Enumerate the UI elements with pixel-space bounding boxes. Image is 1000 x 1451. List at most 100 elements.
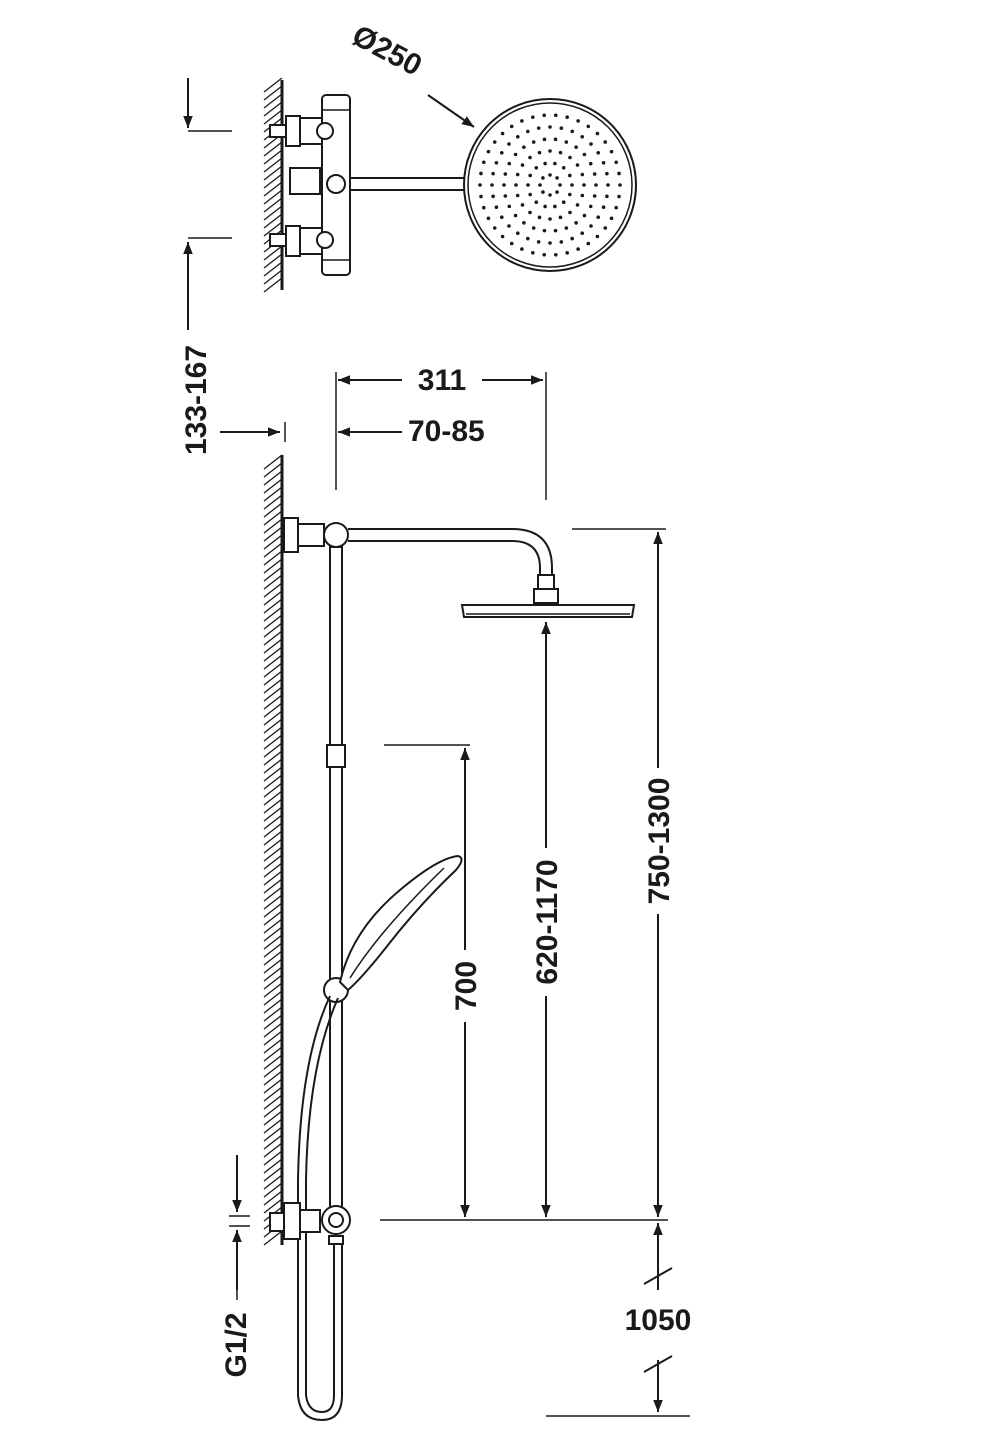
- nozzle-dot: [603, 226, 608, 230]
- wall-hatch-line: [263, 846, 283, 862]
- wall-hatch-line: [263, 750, 283, 766]
- nozzle-dot: [541, 176, 545, 180]
- wall-hatch-line: [263, 742, 283, 758]
- thermostatic-valve-top: [269, 94, 351, 276]
- wall-hatch-line: [263, 806, 283, 822]
- wall-hatch-line: [263, 702, 283, 718]
- nozzle-dot: [553, 252, 558, 257]
- nozzle-dot: [570, 129, 574, 134]
- wall-hatch-line: [263, 638, 283, 654]
- wall-hatch-line: [263, 942, 283, 958]
- nozzle-dot: [513, 152, 518, 157]
- wall-hatch-line: [263, 1038, 283, 1054]
- nozzle-dot: [553, 137, 558, 142]
- nozzle-dot: [491, 194, 495, 199]
- nozzle-dot: [595, 131, 600, 136]
- nozzle-dot: [522, 221, 526, 225]
- nozzle-dot: [507, 204, 512, 209]
- wall-hatch-line: [263, 982, 283, 998]
- nozzle-dot: [580, 134, 585, 139]
- arm-length-dimension: [338, 372, 547, 500]
- wall-offset-label: 70-85: [408, 415, 485, 448]
- wall-hatch-line: [263, 830, 283, 846]
- wall-hatch-line: [263, 269, 283, 285]
- wall-hatch-line: [263, 886, 283, 902]
- nozzle-dot: [553, 228, 558, 233]
- nozzle-dot: [479, 171, 483, 176]
- nozzle-dot: [558, 183, 562, 187]
- rail-height-label-bg: [450, 950, 480, 1022]
- wall-hatch-line: [263, 1158, 283, 1174]
- rain-shower-head-top: [463, 98, 637, 272]
- nozzle-dot: [553, 161, 557, 166]
- nozzle-dot: [531, 140, 536, 144]
- nozzle-dot: [553, 204, 557, 209]
- nozzle-dot: [582, 213, 587, 218]
- wall-hatch-line: [263, 862, 283, 878]
- wall-hatch-line: [263, 974, 283, 990]
- wall-hatch-line: [263, 1078, 283, 1094]
- wall-hatch-line: [263, 1046, 283, 1062]
- nozzle-dot: [586, 241, 591, 246]
- wall-hatch-line: [263, 686, 283, 702]
- nozzle-dot: [555, 176, 559, 180]
- nozzle-dot: [502, 183, 506, 187]
- wall-hatch-line: [263, 558, 283, 574]
- wall-hatch-line: [263, 998, 283, 1014]
- wall-hatch-line: [263, 1150, 283, 1166]
- nozzle-dot: [494, 161, 499, 165]
- nozzle-dot: [503, 194, 508, 198]
- wall-hatch-line: [263, 1086, 283, 1102]
- wall-hatch-line: [263, 157, 283, 173]
- wall-hatch-line: [263, 197, 283, 213]
- total-height-label-bg: [643, 768, 673, 914]
- wall-hatch-line: [263, 822, 283, 838]
- thread-dimension: [229, 1155, 250, 1300]
- nozzle-dot: [603, 140, 608, 144]
- wall-hatch-line: [263, 950, 283, 966]
- wall-hatch-line: [263, 734, 283, 750]
- wall-hatch-line: [263, 910, 283, 926]
- nozzle-dot: [528, 173, 532, 178]
- nozzle-dot: [588, 161, 593, 166]
- nozzle-dot: [515, 193, 520, 198]
- wall-hatch-line: [263, 1142, 283, 1158]
- wall-hatch-line: [263, 790, 283, 806]
- nozzle-dot: [605, 194, 609, 199]
- wall-hatch-line: [263, 582, 283, 598]
- nozzle-dot: [509, 241, 514, 246]
- nozzle-dot: [537, 150, 542, 155]
- wall-hatch-line: [263, 574, 283, 590]
- wall-hatch-line: [263, 926, 283, 942]
- wall-hatch-line: [263, 149, 283, 165]
- nozzle-dot: [582, 152, 587, 157]
- nozzle-dot: [522, 145, 526, 149]
- wall-hatch-line: [263, 1014, 283, 1030]
- wall-hatch-line: [263, 958, 283, 974]
- nozzle-dot: [609, 216, 614, 221]
- wall-hatch-line: [263, 646, 283, 662]
- wall-hatch-line: [263, 534, 283, 550]
- wall-hatch-line: [263, 758, 283, 774]
- nozzle-dot: [541, 190, 545, 194]
- nozzle-dot: [592, 194, 597, 198]
- nozzle-dot: [565, 115, 569, 119]
- wall-hatch-line: [263, 454, 283, 470]
- wall-hatch-line: [263, 77, 283, 93]
- wall-hatch-line: [263, 1134, 283, 1150]
- nozzle-dot: [576, 247, 580, 251]
- wall-hatch-line: [263, 261, 283, 277]
- total-height-label: 750-1300: [643, 778, 676, 905]
- wall-hatch-line: [263, 838, 283, 854]
- hand-shower: [323, 854, 463, 1003]
- nozzle-dot: [555, 190, 559, 194]
- wall-hatch-line: [263, 918, 283, 934]
- nozzle-dot: [515, 231, 520, 236]
- wall-hatch-line: [263, 221, 283, 237]
- nozzle-dot: [486, 216, 491, 221]
- nozzle-dot: [559, 126, 564, 130]
- nozzle-dot: [568, 192, 572, 197]
- top-view: Ø250: [183, 19, 637, 330]
- wall-hatch-line: [263, 1174, 283, 1190]
- diameter-dimension: Ø250: [347, 19, 475, 128]
